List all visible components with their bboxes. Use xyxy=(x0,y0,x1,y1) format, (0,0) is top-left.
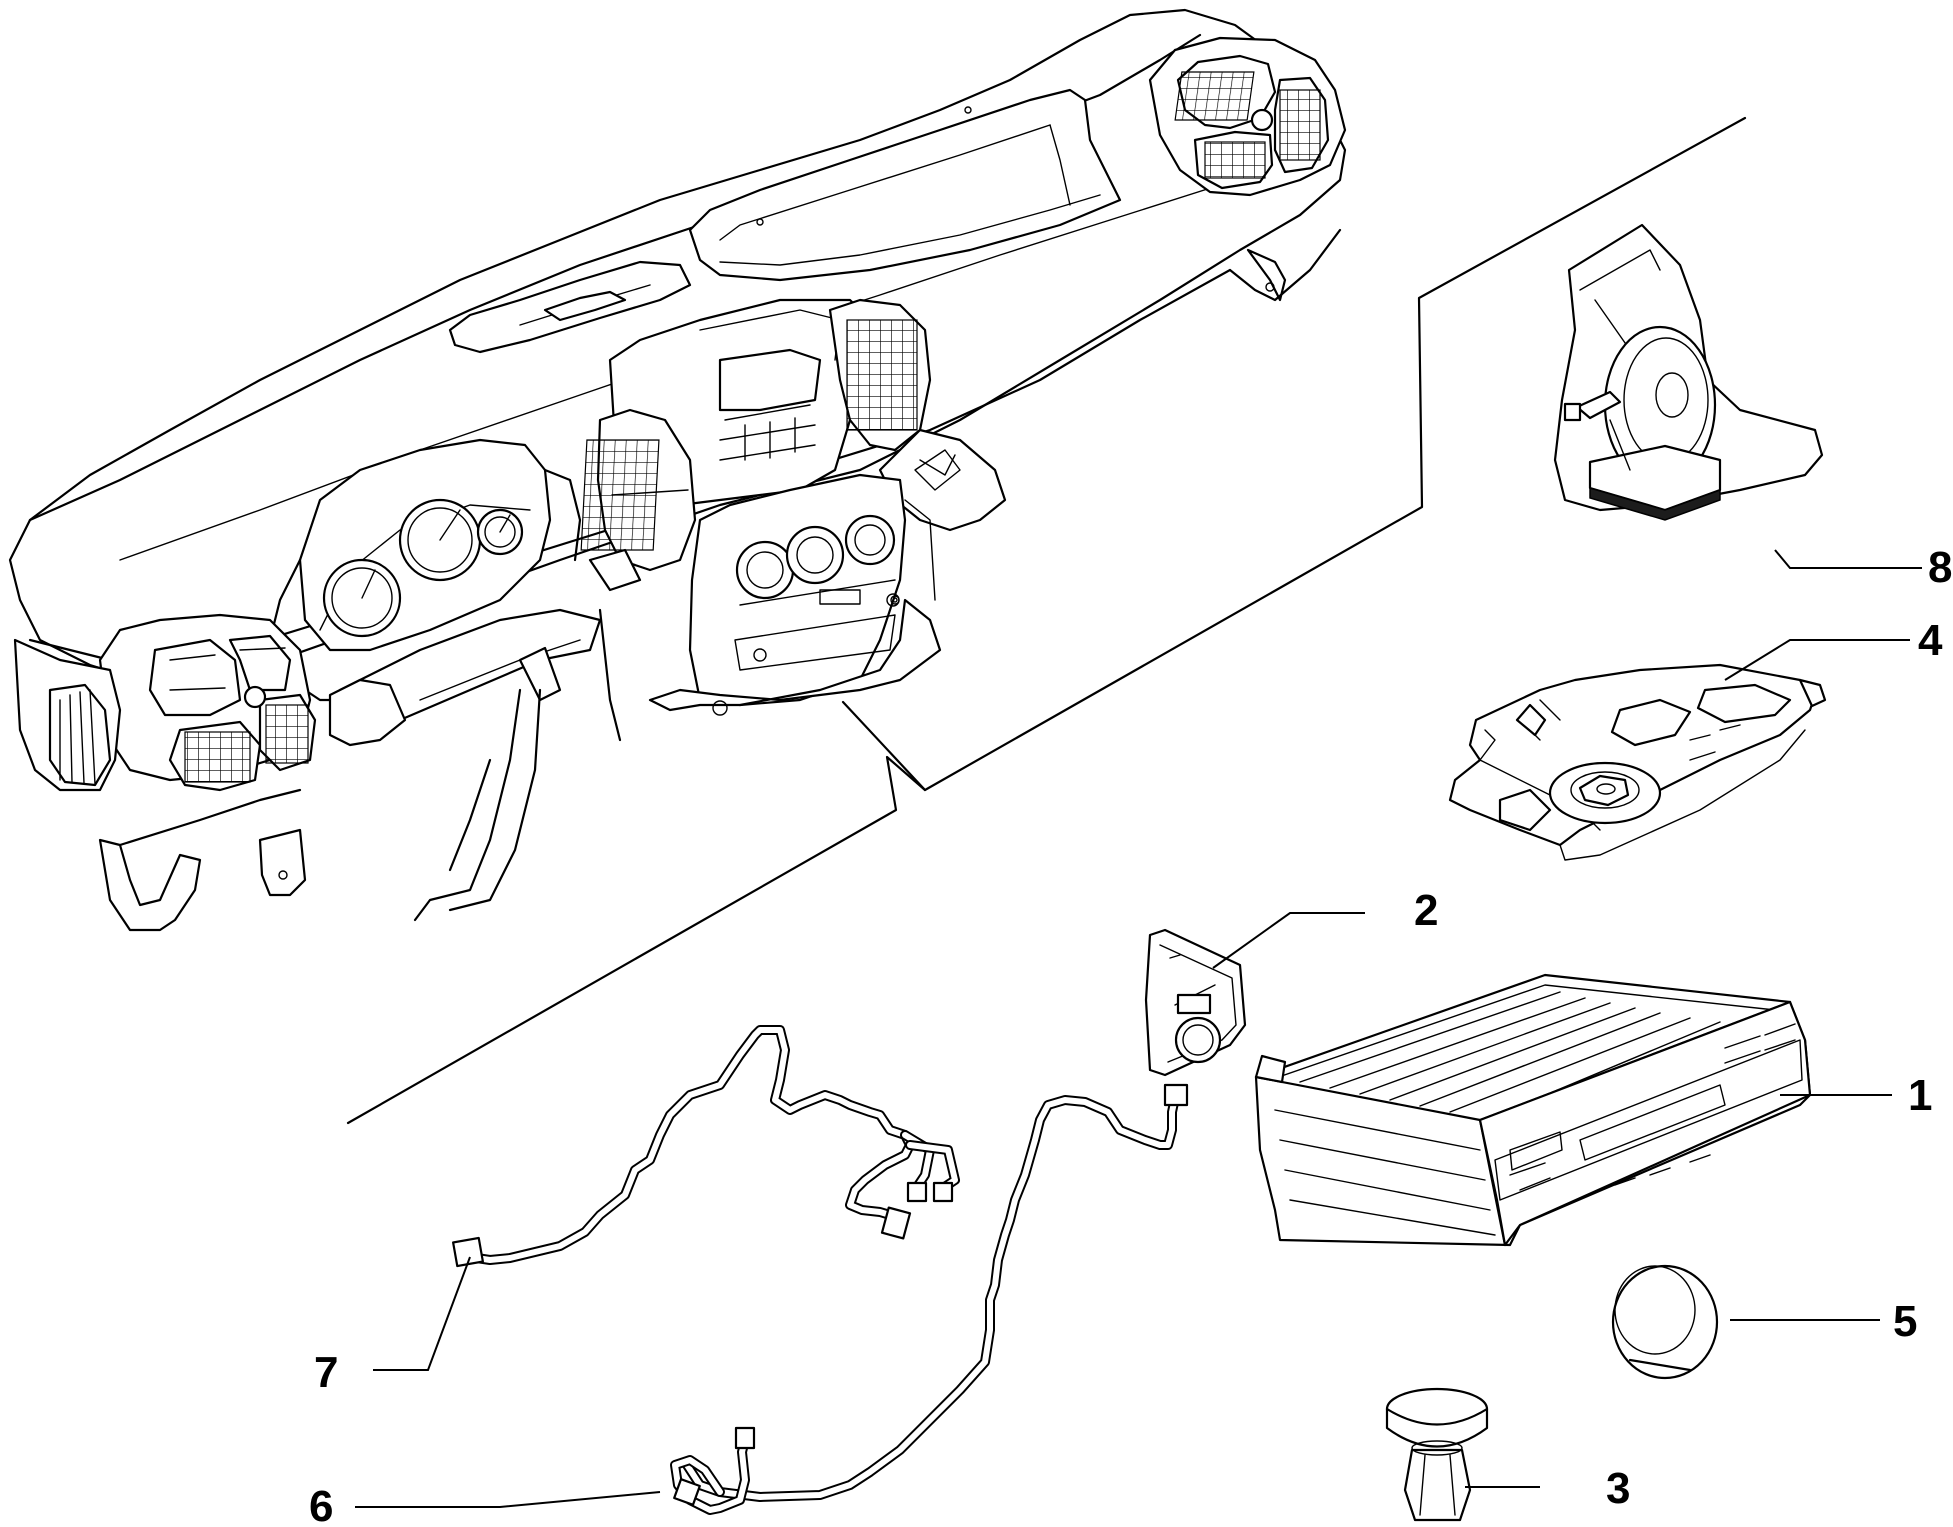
part-2-bracket xyxy=(1144,928,1247,1077)
callout-4: 4 xyxy=(1918,616,1943,665)
callout-6: 6 xyxy=(309,1482,333,1527)
part-3-fastener xyxy=(1385,1387,1489,1522)
leader-lines xyxy=(355,549,1922,1508)
callout-3: 3 xyxy=(1606,1464,1630,1513)
dashboard-assembly xyxy=(8,8,1347,932)
callout-labels: 8 4 2 1 5 3 7 6 xyxy=(309,543,1952,1527)
leader-2 xyxy=(1212,912,1365,969)
callout-5: 5 xyxy=(1893,1297,1917,1346)
part-4-speaker-tray xyxy=(1448,663,1827,861)
part-8-speaker-mount xyxy=(1553,223,1824,521)
part-5-cap xyxy=(1611,1264,1719,1380)
callout-1: 1 xyxy=(1908,1071,1932,1120)
callout-8: 8 xyxy=(1928,543,1952,592)
leader-6 xyxy=(355,1491,661,1508)
callout-7: 7 xyxy=(314,1348,338,1397)
leader-4 xyxy=(1724,639,1910,681)
part-1-radio-unit xyxy=(1254,973,1812,1247)
leader-7 xyxy=(373,1256,471,1371)
part-7-wiring-harness xyxy=(452,1025,960,1268)
part-6-wiring-harness xyxy=(670,1083,1189,1515)
leader-8 xyxy=(1774,549,1922,569)
callout-2: 2 xyxy=(1414,886,1438,935)
